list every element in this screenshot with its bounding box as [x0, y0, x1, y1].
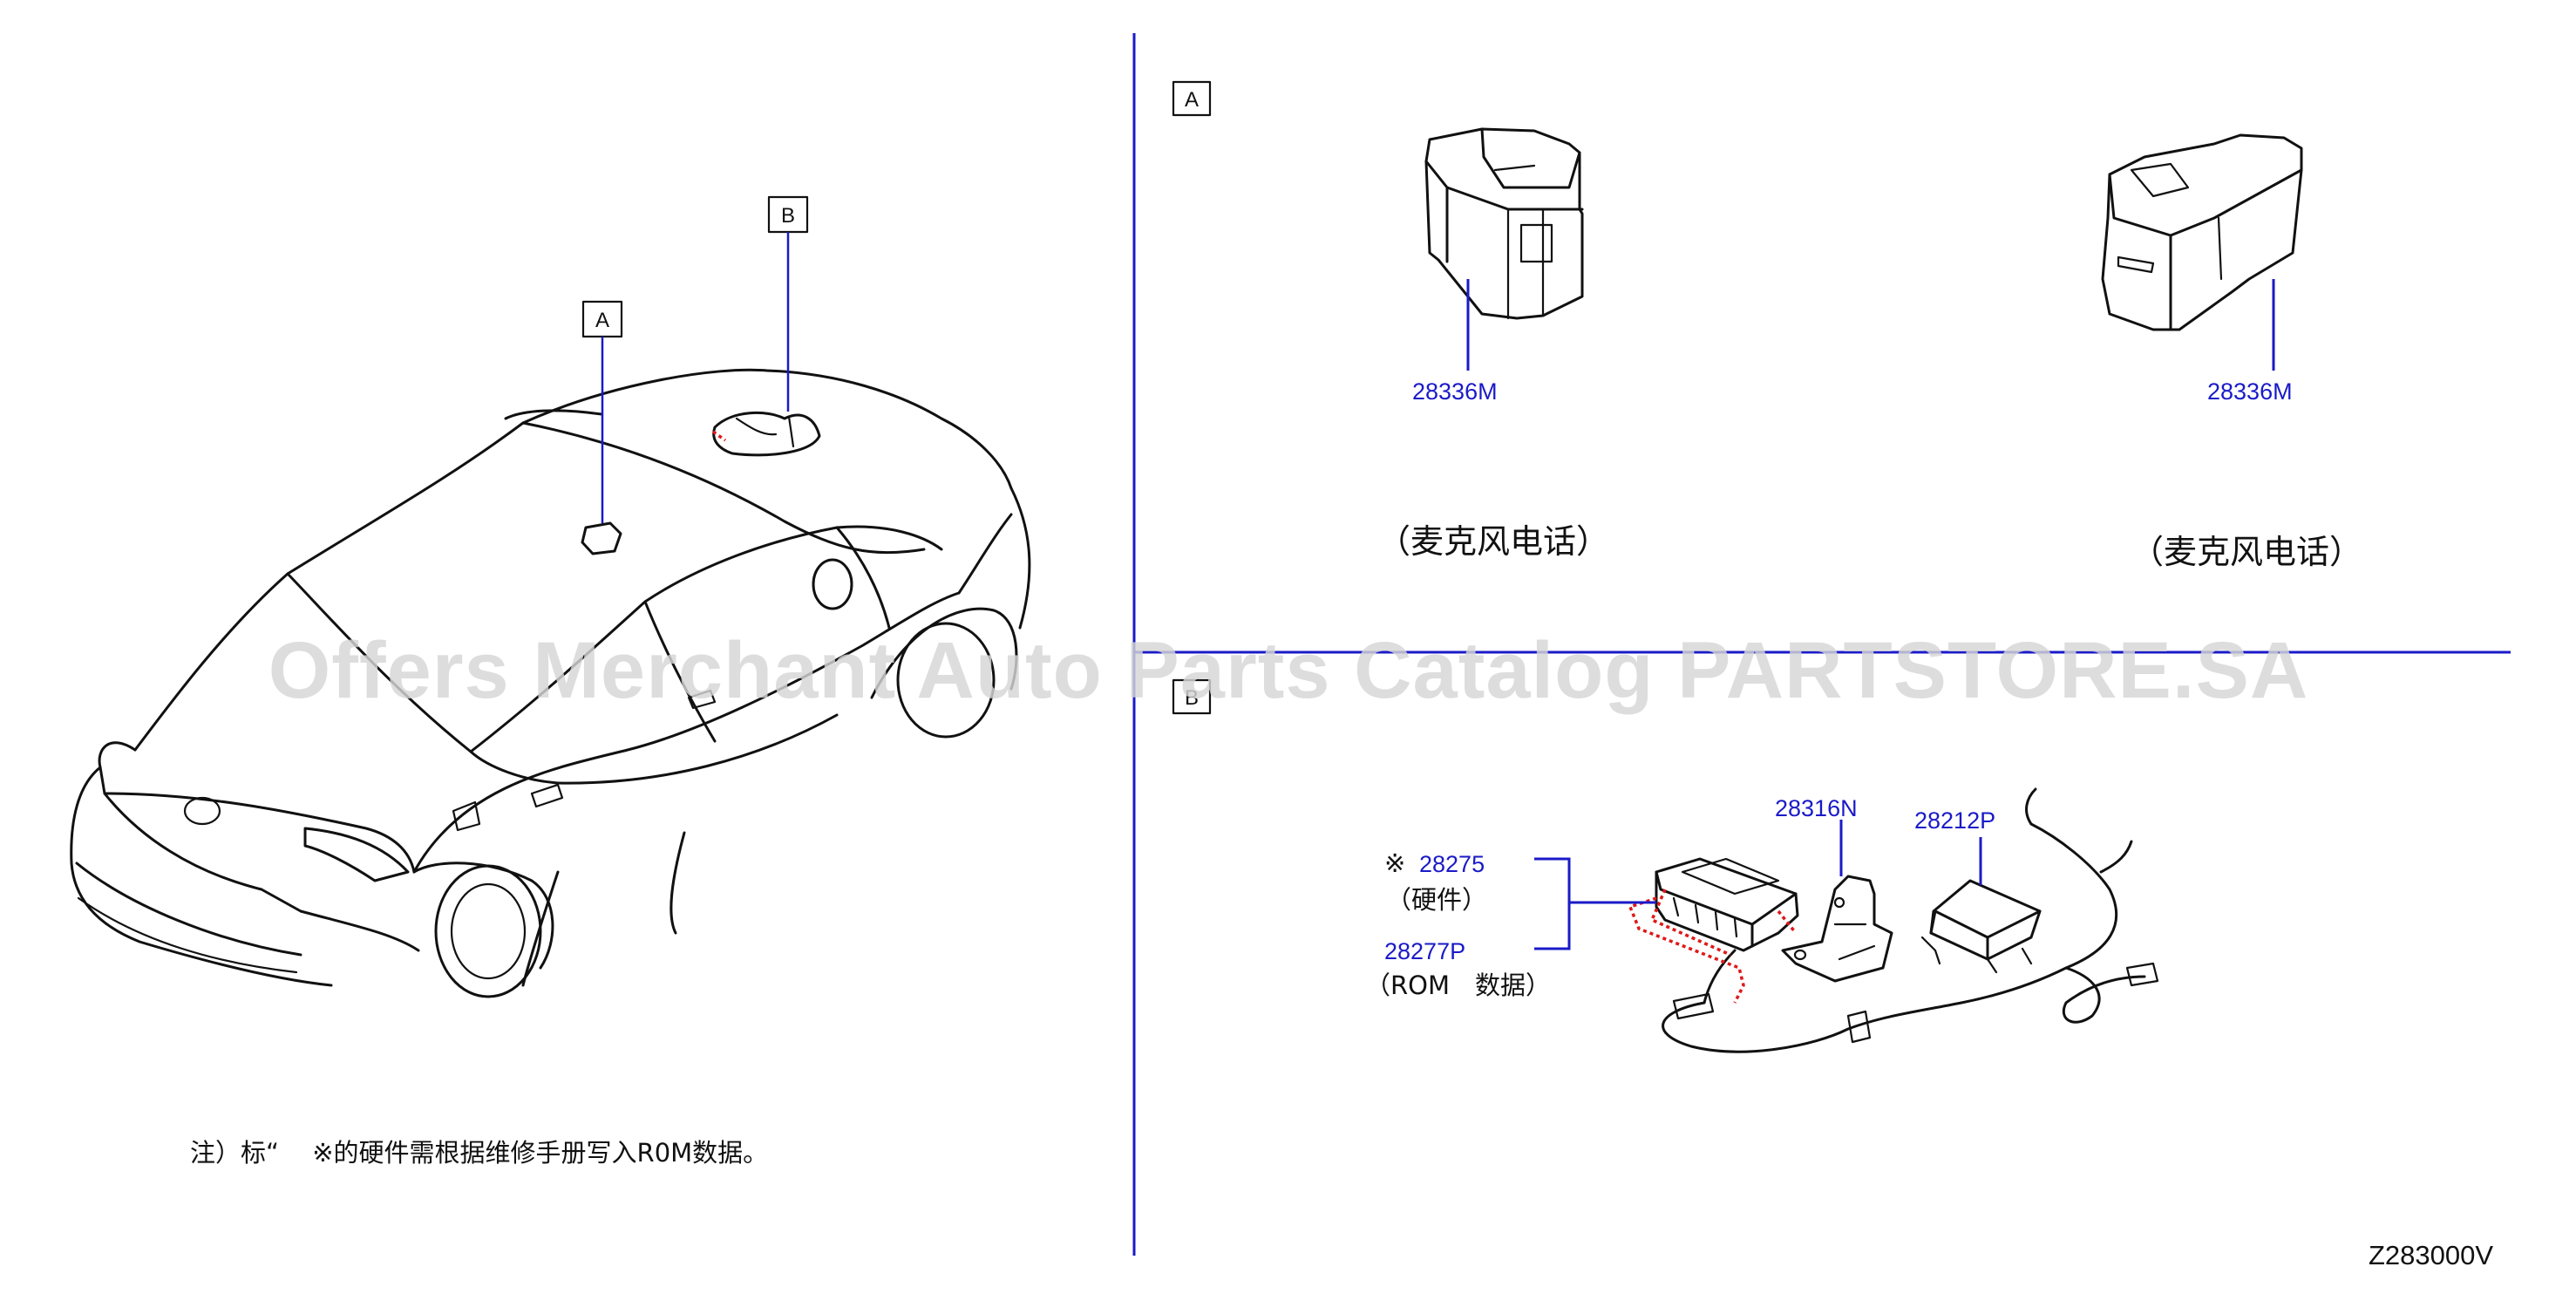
part-number-28336m-right: 28336M	[2207, 378, 2293, 405]
leader-bracket	[1534, 857, 1656, 950]
control-unit	[1655, 857, 1799, 952]
car-drawing	[70, 368, 1031, 998]
svg-text:B: B	[781, 204, 795, 228]
panel-b: B	[1172, 678, 2159, 1053]
svg-text:B: B	[1185, 686, 1199, 710]
antenna-unit	[1920, 879, 2042, 974]
microphone-left	[1424, 127, 1584, 320]
label-rom-data: （ROM 数据）	[1365, 970, 1551, 1000]
bracket	[1781, 875, 1893, 983]
svg-text:A: A	[1185, 88, 1199, 112]
part-number-28277p: 28277P	[1384, 938, 1465, 964]
panel-a: A 28336M （麦克风电话） 28336M （麦克风电话）	[1172, 80, 2362, 571]
caption-mic-left: （麦克风电话）	[1377, 522, 1609, 561]
microphone-right	[2101, 133, 2303, 331]
part-number-28316n: 28316N	[1775, 795, 1858, 821]
callout-a-top: A	[581, 300, 623, 523]
part-number-28275: 28275	[1419, 851, 1485, 877]
svg-text:A: A	[595, 309, 609, 332]
diagram-code: Z283000V	[2369, 1240, 2493, 1270]
caption-mic-right: （麦克风电话）	[2131, 533, 2362, 571]
note-text: 注）标“ ※的硬件需根据维修手册写入R0M数据。	[190, 1138, 768, 1168]
label-hardware: （硬件）	[1386, 885, 1487, 915]
rom-write-mark: ※	[1384, 848, 1405, 878]
callout-b-top: B	[767, 195, 809, 412]
watermark: Offers Merchant Auto Parts Catalog PARTS…	[268, 626, 2309, 715]
part-number-28212p: 28212P	[1914, 807, 1995, 834]
part-number-28336m-left: 28336M	[1412, 378, 1498, 405]
